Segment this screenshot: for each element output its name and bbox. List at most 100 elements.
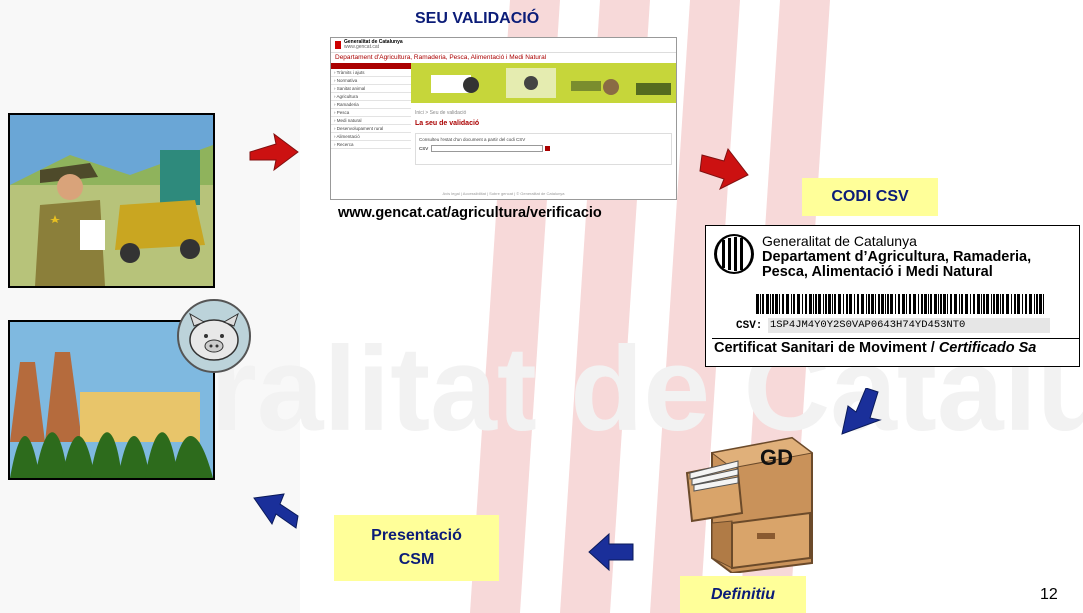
barcode-bar xyxy=(959,294,960,314)
barcode-bar xyxy=(885,294,886,314)
site-sidebar-item[interactable]: › Normativa xyxy=(331,77,411,85)
arrow-left-blue-icon xyxy=(588,532,634,572)
cert-csv-code: 1SP4JM4Y0Y2S0VAP0643H74YD453NT0 xyxy=(768,318,1050,333)
barcode-bar xyxy=(970,294,971,314)
cert-divider xyxy=(712,338,1079,339)
barcode-bar xyxy=(943,294,946,314)
barcode-bar xyxy=(996,294,999,314)
arrow-down-right-red-icon xyxy=(699,147,749,191)
barcode-bar xyxy=(762,294,764,314)
farm-icon xyxy=(10,322,213,478)
site-sidebar: › Tràmits i ajuts› Normativa› Sanitat an… xyxy=(331,63,411,169)
barcode-bar xyxy=(815,294,817,314)
presentacio-line2: CSM xyxy=(398,551,435,568)
definitiu-label: Definitiu xyxy=(680,576,806,613)
barcode-bar xyxy=(834,294,836,314)
barcode-bar xyxy=(875,294,876,314)
site-domain: www.gencat.cat xyxy=(344,44,380,50)
barcode-bar xyxy=(818,294,821,314)
csv-submit-button[interactable] xyxy=(545,146,551,151)
barcode-bar xyxy=(1036,294,1038,314)
barcode-bar xyxy=(772,294,774,314)
site-banner xyxy=(411,63,676,103)
barcode-bar xyxy=(770,294,771,314)
barcode-bar xyxy=(878,294,880,314)
barcode-bar xyxy=(868,294,870,314)
site-sidebar-item[interactable]: › Sanitat animal xyxy=(331,85,411,93)
barcode-bar xyxy=(1006,294,1009,314)
site-sidebar-item[interactable]: › Tràmits i ajuts xyxy=(331,69,411,77)
barcode-bar xyxy=(898,294,900,314)
site-sidebar-item[interactable]: › Agricultura xyxy=(331,93,411,101)
site-footer: Avís legal | Accessibilitat | Sobre genc… xyxy=(442,191,565,196)
site-header: Generalitat de Catalunya www.gencat.cat xyxy=(331,38,676,53)
csv-input[interactable] xyxy=(431,145,544,152)
barcode-bar xyxy=(843,294,844,314)
barcode-bar xyxy=(981,294,982,314)
barcode-bar xyxy=(832,294,833,314)
barcode-bar xyxy=(782,294,784,314)
barcode-bar xyxy=(991,294,992,314)
cert-dept-line2: Pesca, Alimentació i Medi Natural xyxy=(762,264,993,280)
barcode-bar xyxy=(909,294,911,314)
page-number: 12 xyxy=(1040,586,1058,603)
site-sidebar-item[interactable]: › Medi natural xyxy=(331,117,411,125)
barcode-bar xyxy=(813,294,814,314)
barcode-bar xyxy=(940,294,942,314)
barcode-bar xyxy=(1025,294,1027,314)
barcode-bar xyxy=(1014,294,1016,314)
site-dept-bar: Departament d'Agricultura, Ramaderia, Pe… xyxy=(331,53,676,63)
barcode-bar xyxy=(918,294,919,314)
barcode-bar xyxy=(924,294,927,314)
site-sidebar-item[interactable]: › Pesca xyxy=(331,109,411,117)
barcode-bar xyxy=(871,294,874,314)
generalitat-logo xyxy=(335,41,341,49)
barcode-bar xyxy=(756,294,759,314)
barcode-bar xyxy=(1011,294,1012,314)
cert-barcode xyxy=(756,294,1044,314)
barcode-bar xyxy=(846,294,848,314)
cert-doc-title: Certificat Sanitari de Moviment / Certif… xyxy=(714,340,1036,356)
barcode-bar xyxy=(1029,294,1032,314)
arrow-right-red-icon xyxy=(249,132,299,172)
barcode-bar xyxy=(786,294,789,314)
barcode-bar xyxy=(838,294,841,314)
site-sidebar-item[interactable]: › Ramaderia xyxy=(331,101,411,109)
barcode-bar xyxy=(857,294,859,314)
barcode-bar xyxy=(928,294,929,314)
barcode-bar xyxy=(947,294,948,314)
inspector-icon xyxy=(10,115,213,286)
site-sidebar-item[interactable]: › Desenvolupament rural xyxy=(331,125,411,133)
inspector-clipart xyxy=(8,113,215,288)
cert-dept-line1: Departament d’Agricultura, Ramaderia, xyxy=(762,249,1032,265)
codi-csv-label: CODI CSV xyxy=(802,178,938,216)
barcode-bar xyxy=(1022,294,1023,314)
barcode-bar xyxy=(791,294,792,314)
barcode-bar xyxy=(823,294,824,314)
barcode-bar xyxy=(866,294,867,314)
generalitat-emblem-icon xyxy=(714,234,754,274)
filing-cabinet-icon: GD xyxy=(685,436,814,573)
barcode-bar xyxy=(775,294,778,314)
barcode-bar xyxy=(809,294,812,314)
barcode-bar xyxy=(779,294,780,314)
barcode-bar xyxy=(1017,294,1020,314)
barcode-bar xyxy=(890,294,893,314)
barcode-bar xyxy=(902,294,905,314)
barcode-bar xyxy=(887,294,889,314)
barcode-bar xyxy=(854,294,855,314)
barcode-bar xyxy=(797,294,800,314)
barcode-bar xyxy=(986,294,989,314)
barcode-bar xyxy=(973,294,975,314)
barcode-bar xyxy=(849,294,852,314)
barcode-bar xyxy=(1043,294,1044,314)
site-sidebar-item[interactable]: › Alimentació xyxy=(331,133,411,141)
site-sidebar-item[interactable]: › Recerca xyxy=(331,141,411,149)
barcode-bar xyxy=(828,294,831,314)
site-brand: Generalitat de Catalunya xyxy=(344,39,403,45)
barcode-bar xyxy=(1000,294,1001,314)
seu-validacio-title: SEU VALIDACIÓ xyxy=(415,10,540,27)
barcode-bar xyxy=(961,294,963,314)
cabinet-label: GD xyxy=(760,445,793,470)
barcode-bar xyxy=(825,294,827,314)
